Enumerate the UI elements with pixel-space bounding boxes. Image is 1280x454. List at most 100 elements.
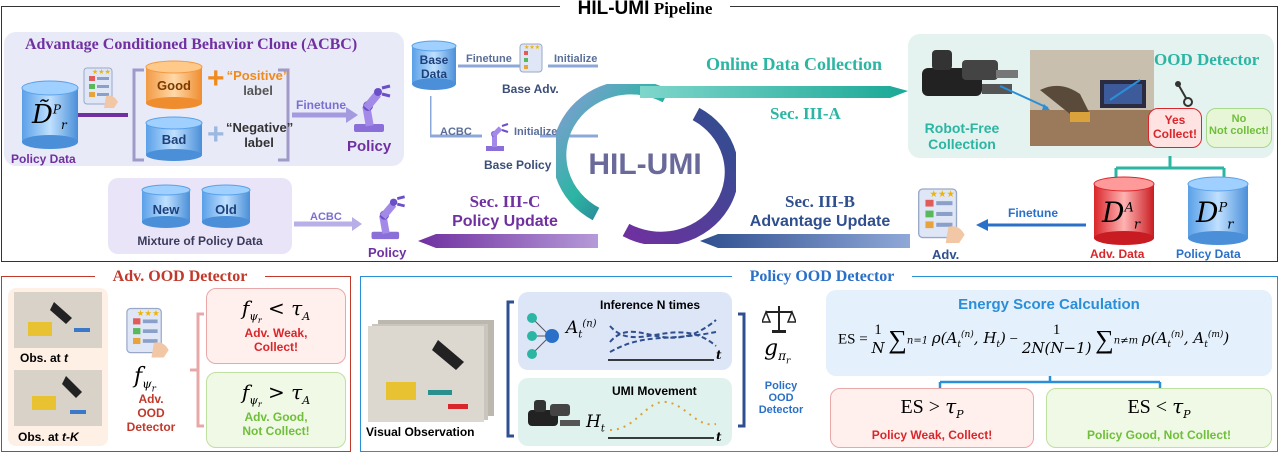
energy-title: Energy Score Calculation bbox=[958, 296, 1140, 313]
good-label: Good bbox=[157, 78, 191, 93]
obs-tk-label: Obs. at t-K bbox=[18, 430, 79, 444]
visual-observation-label: Visual Observation bbox=[366, 425, 475, 439]
policy-good-formula: ES < τP bbox=[1127, 394, 1191, 421]
yes-collect-chip: Yes Collect! bbox=[1148, 108, 1202, 148]
umi-curve bbox=[608, 400, 717, 439]
adv-weak-line1: Adv. Weak, bbox=[244, 326, 308, 340]
policy-update-arrow bbox=[418, 234, 598, 248]
adv-good-line1: Adv. Good, bbox=[244, 410, 308, 424]
obs-tk-var: t-K bbox=[62, 430, 79, 444]
new-label: New bbox=[152, 202, 180, 217]
old-cylinder bbox=[201, 184, 251, 228]
mixture-robot-icon bbox=[371, 195, 405, 240]
plus-orange: + bbox=[207, 62, 225, 95]
adv-ood-bracket bbox=[190, 312, 204, 428]
policy-data-cylinder bbox=[21, 80, 79, 149]
obs-tk-image bbox=[14, 370, 102, 426]
bad-label: Bad bbox=[161, 132, 187, 147]
robot-arm-icon bbox=[354, 84, 391, 132]
policy-update-label: Policy Update bbox=[452, 213, 558, 230]
umi-label: UMI Movement bbox=[612, 384, 697, 398]
svg-text:★★★: ★★★ bbox=[930, 189, 955, 200]
base-initialize-label: Initialize bbox=[554, 53, 598, 65]
adv-det-line3: Detector bbox=[126, 420, 176, 434]
policy-weak-box bbox=[830, 388, 1034, 448]
adv-ood-title: Adv. OOD Detector bbox=[95, 268, 265, 286]
dataset-connector bbox=[1114, 156, 1226, 182]
f-psi-symbol: fψr bbox=[134, 364, 156, 395]
adv-weak-formula: fψr < τA bbox=[241, 296, 311, 326]
svg-text:★★★: ★★★ bbox=[92, 68, 111, 76]
policy-good-box bbox=[1046, 388, 1272, 448]
adv-weak-text: Adv. Weak, Collect! bbox=[206, 326, 346, 354]
old-label: Old bbox=[215, 202, 237, 217]
policy-ood-title: Policy OOD Detector bbox=[732, 268, 912, 286]
no-line1: No bbox=[1231, 113, 1247, 125]
base-policy-label: Base Policy bbox=[484, 158, 552, 172]
policy-weak-text: Policy Weak, Collect! bbox=[871, 428, 993, 442]
policy-dataset-label: Policy Data bbox=[1176, 247, 1241, 261]
collection-arrows bbox=[999, 79, 1141, 110]
network-icon bbox=[527, 313, 559, 359]
adv-update-label: Advantage Update bbox=[749, 213, 891, 230]
negative-label: “Negative” label bbox=[226, 120, 293, 150]
no-line2: Not collect! bbox=[1209, 125, 1269, 137]
adv-update-sec: Sec. III-B bbox=[785, 192, 855, 211]
adv-good-text: Adv. Good, Not Collect! bbox=[206, 410, 346, 438]
base-initialize2-label: Initialize bbox=[514, 126, 558, 138]
acbc-title: Advantage Conditioned Behavior Clone (AC… bbox=[25, 36, 358, 53]
adv-det-line2: OOD bbox=[137, 406, 165, 420]
adv-clipboard-icon: ★★★ bbox=[918, 188, 965, 243]
cycle-center-label: HIL-UMI bbox=[588, 148, 702, 181]
online-arrow bbox=[640, 86, 908, 98]
obs-tk-prefix: Obs. at bbox=[18, 430, 63, 444]
scale-icon bbox=[762, 306, 796, 333]
adv-finetune-label: Finetune bbox=[1008, 206, 1058, 220]
policy-weak-formula: ES > τP bbox=[900, 394, 964, 421]
adv-good-formula: fψr > τA bbox=[241, 380, 311, 410]
collection-photo bbox=[1030, 50, 1154, 146]
hil-umi-cycle bbox=[556, 84, 736, 244]
adv-icon-label: Adv. bbox=[932, 247, 960, 262]
policy-data-symbol: D̃Pr bbox=[32, 100, 67, 133]
no-collect-chip: No Not collect! bbox=[1206, 108, 1272, 148]
h-t-symbol: Ht bbox=[586, 412, 605, 435]
mixture-label: Mixture of Policy Data bbox=[137, 234, 263, 248]
pipeline-title-main: HIL-UMI bbox=[577, 0, 650, 19]
base-policy-icon bbox=[486, 123, 509, 151]
finetune-arrow bbox=[976, 219, 1086, 231]
svg-text:★★★: ★★★ bbox=[524, 44, 540, 51]
acbc-finetune-label: Finetune bbox=[296, 98, 346, 112]
inference-label: Inference N times bbox=[600, 298, 701, 312]
mixture-policy-label: Policy bbox=[368, 245, 407, 260]
new-cylinder bbox=[141, 184, 191, 228]
negative-line2: label bbox=[244, 135, 274, 150]
clipboard-icon: ★★★ bbox=[83, 67, 118, 108]
a-t-n-symbol: At(n) bbox=[566, 318, 597, 341]
inference-t-label: t bbox=[716, 348, 722, 362]
adv-good-line2: Not Collect! bbox=[242, 424, 310, 438]
base-adv-label: Base Adv. bbox=[502, 82, 559, 96]
adv-ood-clipboard-icon: ★★★ bbox=[126, 308, 169, 358]
online-sec: Sec. III-A bbox=[770, 104, 841, 123]
adv-weak-line2: Collect! bbox=[253, 340, 298, 354]
plus-blue: + bbox=[207, 118, 225, 151]
adv-data-label: Adv. Data bbox=[1090, 247, 1145, 261]
energy-connector bbox=[938, 376, 1162, 388]
adv-weak-box bbox=[206, 288, 346, 364]
base-data-line1: Base bbox=[419, 53, 449, 67]
energy-box bbox=[826, 290, 1272, 376]
adv-ood-detector-label: Adv. OOD Detector bbox=[116, 392, 186, 434]
policy-det-line1: Policy bbox=[764, 380, 798, 392]
robotfree-label: Robot-Free Collection bbox=[914, 120, 1010, 152]
adv-data-cylinder bbox=[1093, 176, 1155, 245]
yes-line1: Yes bbox=[1164, 113, 1186, 127]
positive-line2: label bbox=[243, 83, 273, 98]
visual-observation-image bbox=[368, 320, 494, 422]
policy-det-line2: OOD bbox=[768, 392, 794, 404]
policy-ood-detector-label: Policy OOD Detector bbox=[748, 380, 814, 416]
obs-t-var: t bbox=[64, 351, 69, 365]
bad-cylinder bbox=[145, 116, 203, 161]
svg-text:★★★: ★★★ bbox=[137, 308, 160, 318]
toggle-switch-icon bbox=[1175, 81, 1193, 107]
